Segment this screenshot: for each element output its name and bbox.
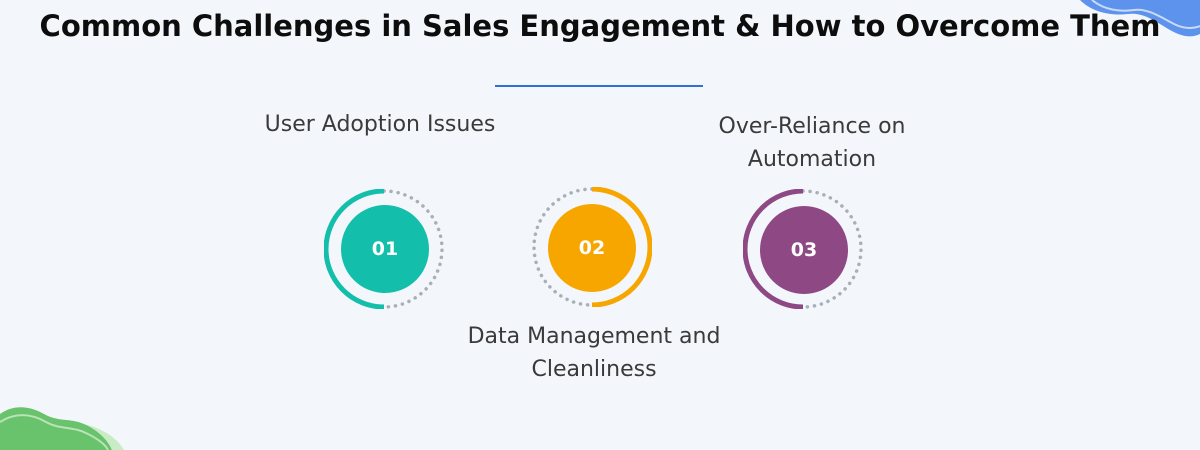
step-1-label: User Adoption Issues bbox=[264, 112, 496, 137]
title-underline bbox=[495, 85, 703, 87]
page-title: Common Challenges in Sales Engagement & … bbox=[39, 9, 1161, 43]
step-2-label: Data Management and Cleanliness bbox=[467, 324, 721, 382]
step-3-label: Over-Reliance on Automation bbox=[718, 114, 906, 172]
step-2-ring bbox=[532, 187, 652, 307]
step-1-ring bbox=[324, 189, 444, 309]
step-3-badge: 03 bbox=[760, 206, 848, 294]
decorative-blob-bottom-left bbox=[0, 407, 124, 450]
decorative-blob-top-right bbox=[1080, 0, 1200, 37]
step-3-ring bbox=[743, 189, 863, 309]
step-2-badge: 02 bbox=[548, 204, 636, 292]
step-1-badge: 01 bbox=[341, 205, 429, 293]
